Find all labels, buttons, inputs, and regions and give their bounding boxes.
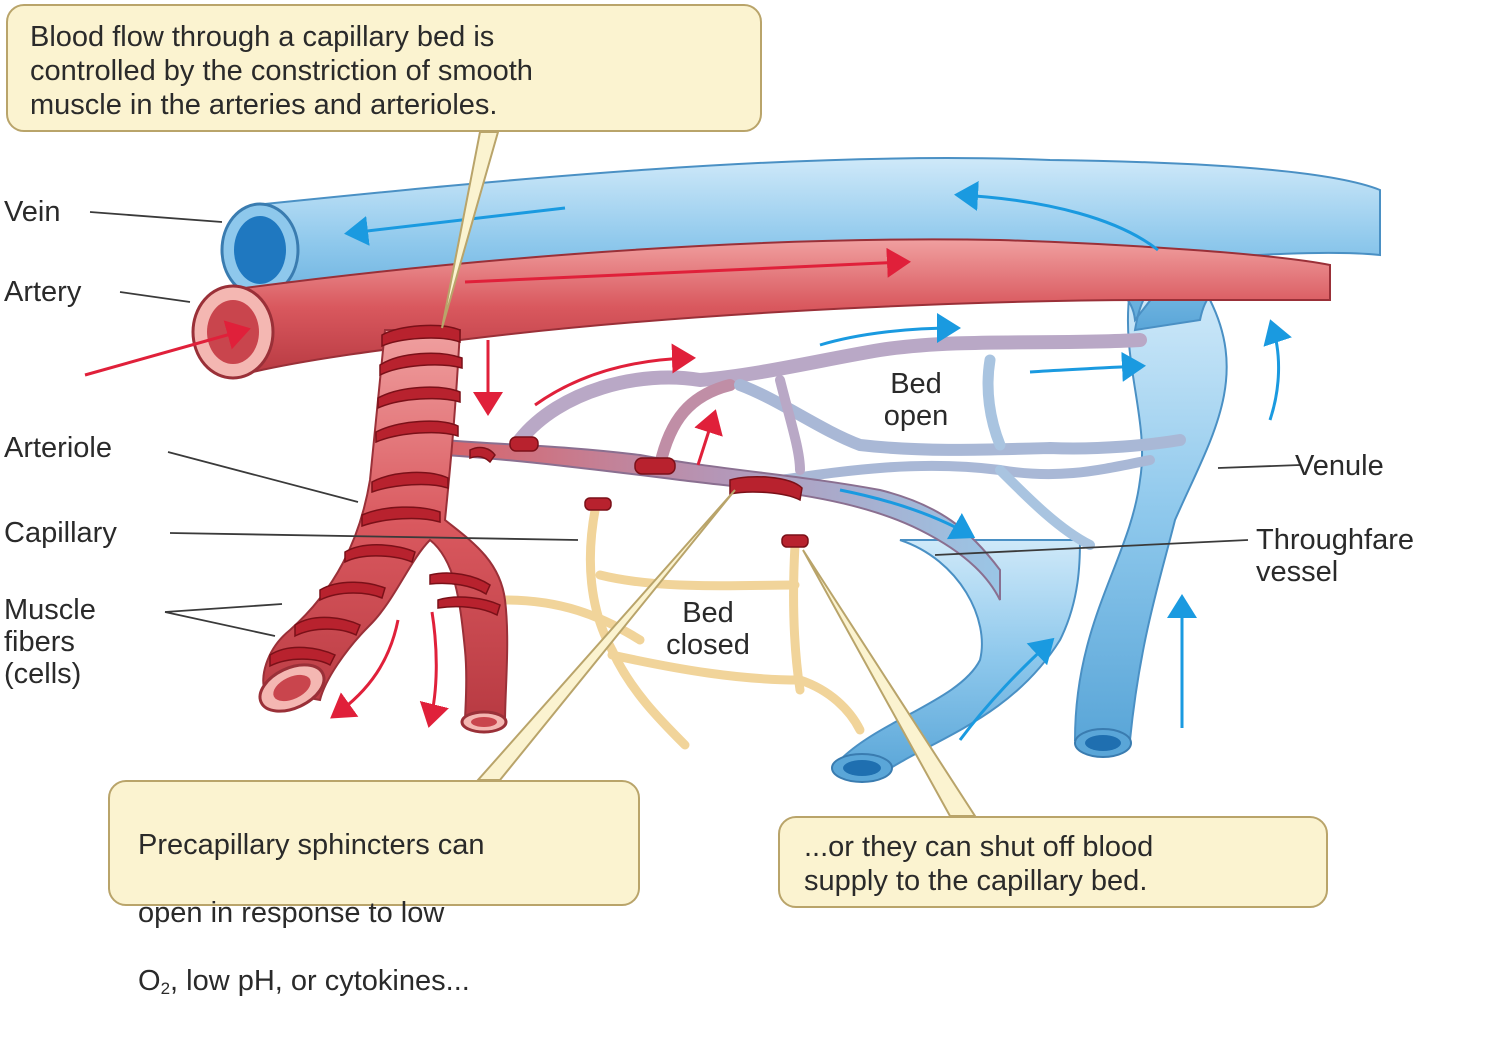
label-venule: Venule [1295, 450, 1384, 482]
callout-sphincters-open-line3: O2, low pH, or cytokines... [138, 964, 616, 1006]
callout-sphincters-open-line2: open in response to low [138, 897, 445, 929]
label-arteriole: Arteriole [4, 432, 112, 464]
label-bed-closed: Bed closed [666, 597, 750, 661]
callout-pointers [441, 131, 977, 817]
label-muscle-fibers: Muscle fibers (cells) [4, 594, 96, 690]
oxygen-symbol: O [138, 965, 161, 997]
venule [831, 288, 1228, 783]
venous-flow-arrows [344, 181, 1292, 741]
label-artery: Artery [4, 276, 82, 308]
oxygen-subscript: 2 [160, 979, 171, 998]
throughfare-vessel-shape [444, 438, 1001, 601]
label-vein: Vein [4, 196, 61, 228]
capillary-bed-illustration [84, 131, 1381, 817]
open-capillary-network [513, 333, 1186, 550]
callout-sphincters-open: Precapillary sphincters can open in resp… [108, 780, 640, 998]
label-throughfare-vessel: Throughfare vessel [1256, 524, 1414, 588]
callout-smooth-muscle-control: Blood flow through a capillary bed is co… [6, 4, 762, 132]
arteriole-vessel [258, 329, 509, 734]
label-bed-open: Bed open [883, 368, 949, 432]
closed-capillary-network [500, 500, 865, 750]
arterial-flow-arrows [84, 247, 911, 728]
precapillary-sphincters [509, 436, 809, 548]
label-capillary: Capillary [4, 517, 117, 549]
callout-sphincters-open-line1: Precapillary sphincters can [138, 829, 485, 861]
leader-lines [89, 211, 1301, 637]
smooth-muscle-fibers [269, 324, 501, 668]
callout-sphincters-open-line3-rest: , low pH, or cytokines... [170, 965, 470, 997]
callout-sphincters-shut: ...or they can shut off blood supply to … [778, 816, 1328, 908]
